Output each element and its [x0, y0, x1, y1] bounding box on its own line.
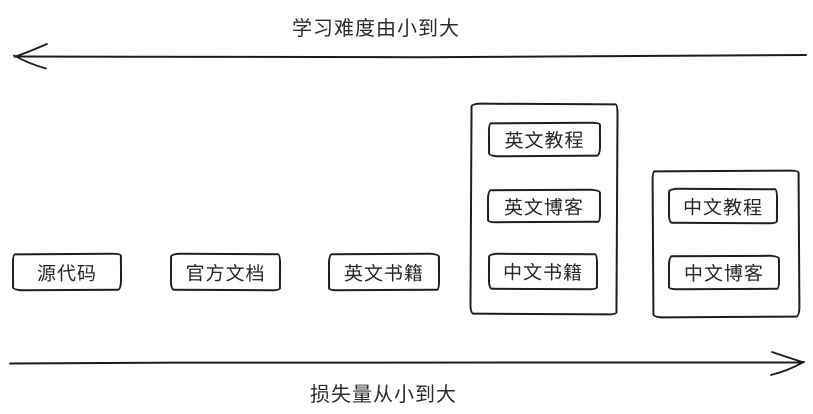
node-label: 英文书籍 — [343, 263, 425, 285]
node-label: 中文博客 — [683, 263, 765, 286]
node-label: 中文书籍 — [502, 262, 584, 285]
node-chinese-blogs: 中文博客 — [667, 254, 781, 291]
left-arrow-icon — [13, 43, 807, 70]
node-english-books: 英文书籍 — [327, 252, 441, 292]
bottom-axis-label: 损失量从小到大 — [310, 384, 457, 406]
node-source-code: 源代码 — [11, 252, 123, 292]
node-english-tutorials: 英文教程 — [487, 121, 602, 158]
node-chinese-books: 中文书籍 — [487, 252, 599, 291]
top-axis-label: 学习难度由小到大 — [292, 18, 460, 40]
node-official-docs: 官方文档 — [169, 252, 282, 292]
node-label: 源代码 — [36, 263, 98, 285]
node-chinese-tutorials: 中文教程 — [667, 187, 779, 225]
node-label: 英文教程 — [504, 130, 585, 153]
node-label: 官方文档 — [185, 263, 266, 285]
node-english-blogs: 英文博客 — [486, 188, 602, 224]
node-label: 中文教程 — [682, 197, 764, 219]
node-label: 英文博客 — [503, 197, 585, 219]
